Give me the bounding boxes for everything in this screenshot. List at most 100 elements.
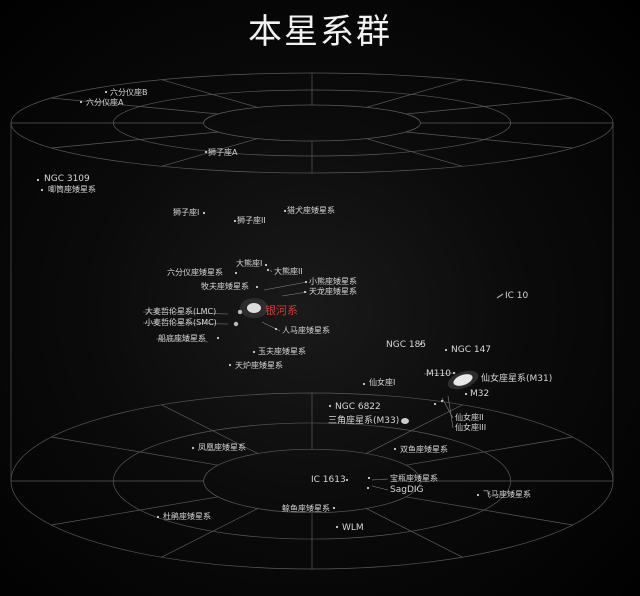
ngc185-marker <box>419 342 423 346</box>
sagdig-leader <box>371 485 389 491</box>
bootes-marker <box>255 285 259 289</box>
aquarius-marker <box>367 476 371 480</box>
galaxy-markers <box>36 90 504 529</box>
sextans-dwarf-label: 六分仪座矮星系 <box>167 268 223 277</box>
lmc-label: 大麦哲伦星系(LMC) <box>145 307 217 316</box>
ursa-major-ii-label: 大熊座II <box>274 267 303 276</box>
ursa-major-i-marker <box>264 263 268 267</box>
and-ii-leader <box>441 397 454 419</box>
bootes-label: 牧夫座矮星系 <box>201 282 249 291</box>
m110-label: M110 <box>426 369 451 379</box>
andromeda-label: 仙女座星系(M31) <box>481 374 553 384</box>
antlia-label: 唧筒座矮星系 <box>48 185 96 194</box>
m32-marker <box>464 392 468 396</box>
cetus-marker <box>332 506 336 510</box>
m33-marker <box>401 418 409 424</box>
aquarius-label: 宝瓶座矮星系 <box>390 474 438 483</box>
carina-marker <box>216 336 220 340</box>
carina-leader <box>155 338 209 343</box>
cetus-label: 鲸鱼座矮星系 <box>282 504 330 513</box>
sagittarius-leader <box>261 321 281 332</box>
carina-label: 船底座矮星系 <box>158 334 206 343</box>
milky-way-label: 银河系 <box>265 304 298 317</box>
sagdig-label: SagDIG <box>390 485 424 495</box>
smc-marker <box>233 321 239 327</box>
sagdig-marker <box>366 486 370 490</box>
ngc185-label: NGC 185 <box>386 340 427 350</box>
ursa-major-i-label: 大熊座I <box>236 259 263 268</box>
ic1613-marker <box>345 478 349 482</box>
draco-label: 天龙座矮星系 <box>309 287 357 296</box>
sculptor-label: 玉夫座矮星系 <box>258 347 306 356</box>
and-iii-leader <box>447 395 454 429</box>
leader-lines <box>142 269 457 491</box>
ngc6822-marker <box>328 404 332 408</box>
lmc-marker <box>237 309 243 315</box>
leo-i-label: 狮子座I <box>173 208 200 217</box>
phoenix-marker <box>191 446 195 450</box>
sagittarius-label: 人马座矮星系 <box>282 326 330 335</box>
and-ii-label: 仙女座II <box>455 413 484 422</box>
ursa-minor-leader <box>263 281 308 291</box>
ursa-minor-marker <box>304 280 308 284</box>
ngc3109-marker <box>36 178 40 182</box>
ursa-major-ii-marker <box>266 268 270 272</box>
leo-a-label: 狮子座A <box>208 148 238 157</box>
leo-a-marker <box>204 150 208 154</box>
sextans-b-label: 六分仪座B <box>110 88 148 97</box>
ic1613-label: IC 1613 <box>311 475 346 485</box>
ngc147-marker <box>444 348 448 352</box>
ic10-label: IC 10 <box>505 291 529 301</box>
draco-leader <box>281 291 308 297</box>
page-title: 本星系群 <box>248 12 392 52</box>
leo-ii-marker <box>233 219 237 223</box>
ngc3109-label: NGC 3109 <box>44 174 90 184</box>
m110-marker <box>452 371 456 375</box>
draco-marker <box>303 290 307 294</box>
ic10-marker <box>496 293 504 299</box>
sculptor-marker <box>252 350 256 354</box>
ursa-major-ii-leader <box>269 269 273 273</box>
ursa-minor-label: 小熊座矮星系 <box>309 277 357 286</box>
wlm-label: WLM <box>342 523 364 533</box>
m32-label: M32 <box>470 389 490 399</box>
top-disk <box>10 72 614 174</box>
pisces-label: 双鱼座矮星系 <box>400 445 448 454</box>
andromeda-marker <box>453 374 473 386</box>
ngc147-label: NGC 147 <box>451 345 492 355</box>
canes-venatici-label: 猎犬座矮星系 <box>287 206 335 215</box>
m33-label: 三角座星系(M33) <box>328 416 400 426</box>
and-i-label: 仙女座I <box>369 378 396 387</box>
canes-venatici-marker <box>283 209 287 213</box>
aquarius-leader <box>371 478 389 481</box>
wlm-marker <box>335 525 339 529</box>
lmc-leader <box>142 311 229 315</box>
and-i-marker <box>362 382 366 386</box>
sextans-a-label: 六分仪座A <box>86 98 124 107</box>
milky-way-marker <box>247 303 261 313</box>
sagittarius-marker <box>274 327 278 331</box>
smc-leader <box>142 322 229 325</box>
phoenix-label: 凤凰座矮星系 <box>198 443 246 452</box>
sextans-dwarf-marker <box>234 271 238 275</box>
tucana-marker <box>156 515 160 519</box>
smc-label: 小麦哲伦星系(SMC) <box>145 318 217 327</box>
sextans-b-marker <box>104 90 108 94</box>
fornax-label: 天炉座矮星系 <box>235 361 283 370</box>
leo-ii-label: 狮子座II <box>237 216 266 225</box>
pisces-marker <box>393 447 397 451</box>
pegasus-label: 飞马座矮星系 <box>483 490 531 499</box>
cylinder-grid <box>10 72 614 570</box>
ngc6822-label: NGC 6822 <box>335 402 381 412</box>
fornax-marker <box>228 363 232 367</box>
m110-leader <box>423 372 457 375</box>
antlia-marker <box>40 188 44 192</box>
leo-i-marker <box>202 211 206 215</box>
and-iii-label: 仙女座III <box>455 423 487 432</box>
pegasus-marker <box>476 493 480 497</box>
and-ii-marker <box>433 402 437 406</box>
and-iii-marker <box>440 399 444 403</box>
tucana-label: 杜鹃座矮星系 <box>163 512 211 521</box>
